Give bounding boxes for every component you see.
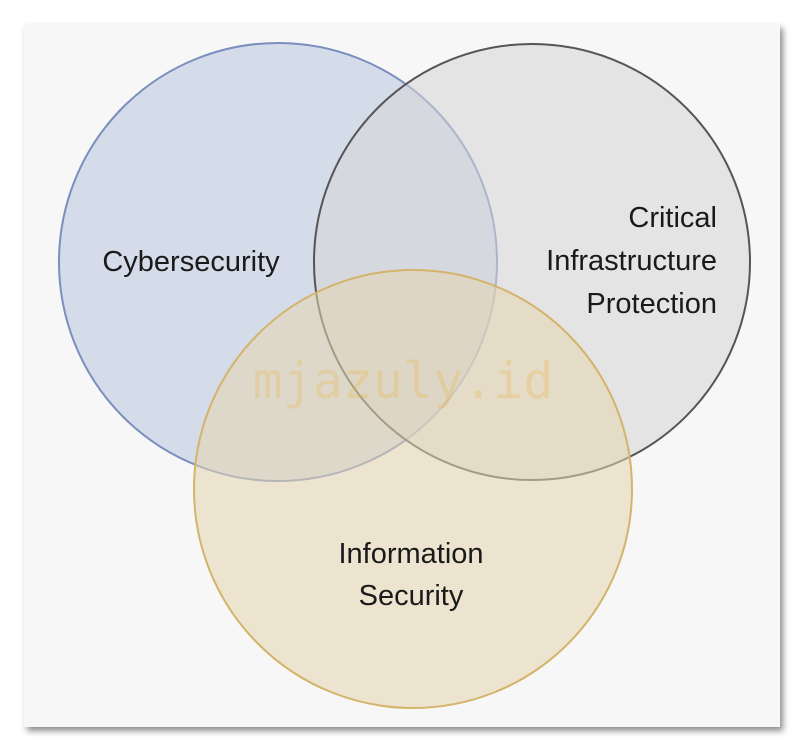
watermark-text: mjazuly.id <box>252 352 553 410</box>
circle-information-security <box>193 269 633 709</box>
label-cybersecurity: Cybersecurity <box>102 246 280 278</box>
label-information-line-2: Security <box>359 580 464 612</box>
label-information-line-1: Information <box>338 538 483 570</box>
label-critical-line-3: Protection <box>586 288 717 320</box>
label-critical-line-1: Critical <box>628 202 717 234</box>
label-critical-line-2: Infrastructure <box>546 245 717 277</box>
